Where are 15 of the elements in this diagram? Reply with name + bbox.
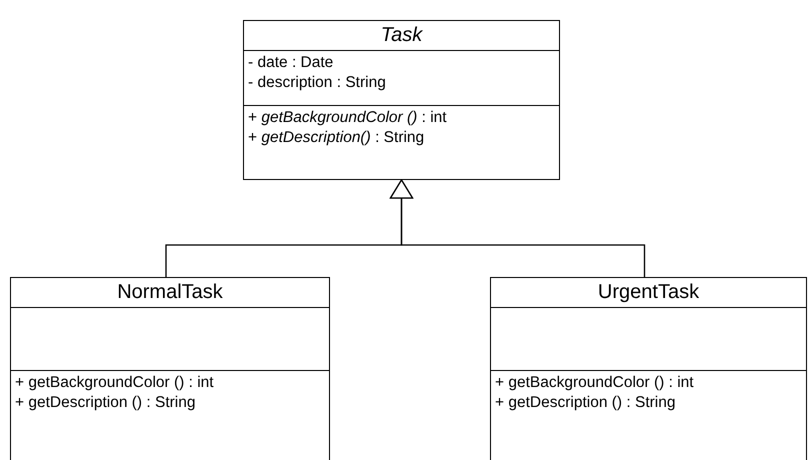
method: + getBackgroundColor () : int <box>248 108 448 128</box>
method: + getDescription() : String <box>248 128 426 148</box>
inheritance-arrow <box>390 179 646 277</box>
method: + getBackgroundColor () : int <box>495 373 695 393</box>
class-box <box>490 277 807 460</box>
class-box <box>10 277 330 460</box>
class-name: UrgentTask <box>598 281 700 304</box>
attribute: - date : Date <box>248 53 334 73</box>
method: + getDescription () : String <box>15 393 196 413</box>
method: + getDescription () : String <box>495 393 676 413</box>
class-name: NormalTask <box>117 281 223 304</box>
method: + getBackgroundColor () : int <box>15 373 215 393</box>
class-name: Task <box>380 24 422 47</box>
class-box <box>243 20 560 180</box>
attribute: - description : String <box>248 73 387 93</box>
